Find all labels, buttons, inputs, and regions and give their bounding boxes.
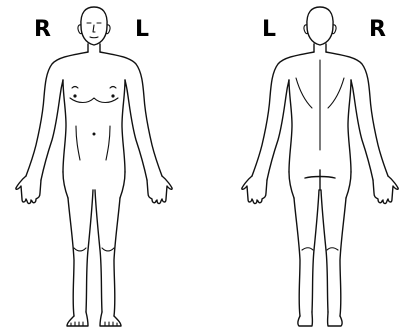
front-left-side-label: L	[135, 17, 149, 42]
back-left-side-label: L	[262, 17, 276, 42]
front-right-side-label: R	[34, 17, 51, 42]
back-right-side-label: R	[369, 17, 386, 42]
back-body-outline	[242, 7, 398, 326]
front-body-outline	[16, 7, 172, 326]
